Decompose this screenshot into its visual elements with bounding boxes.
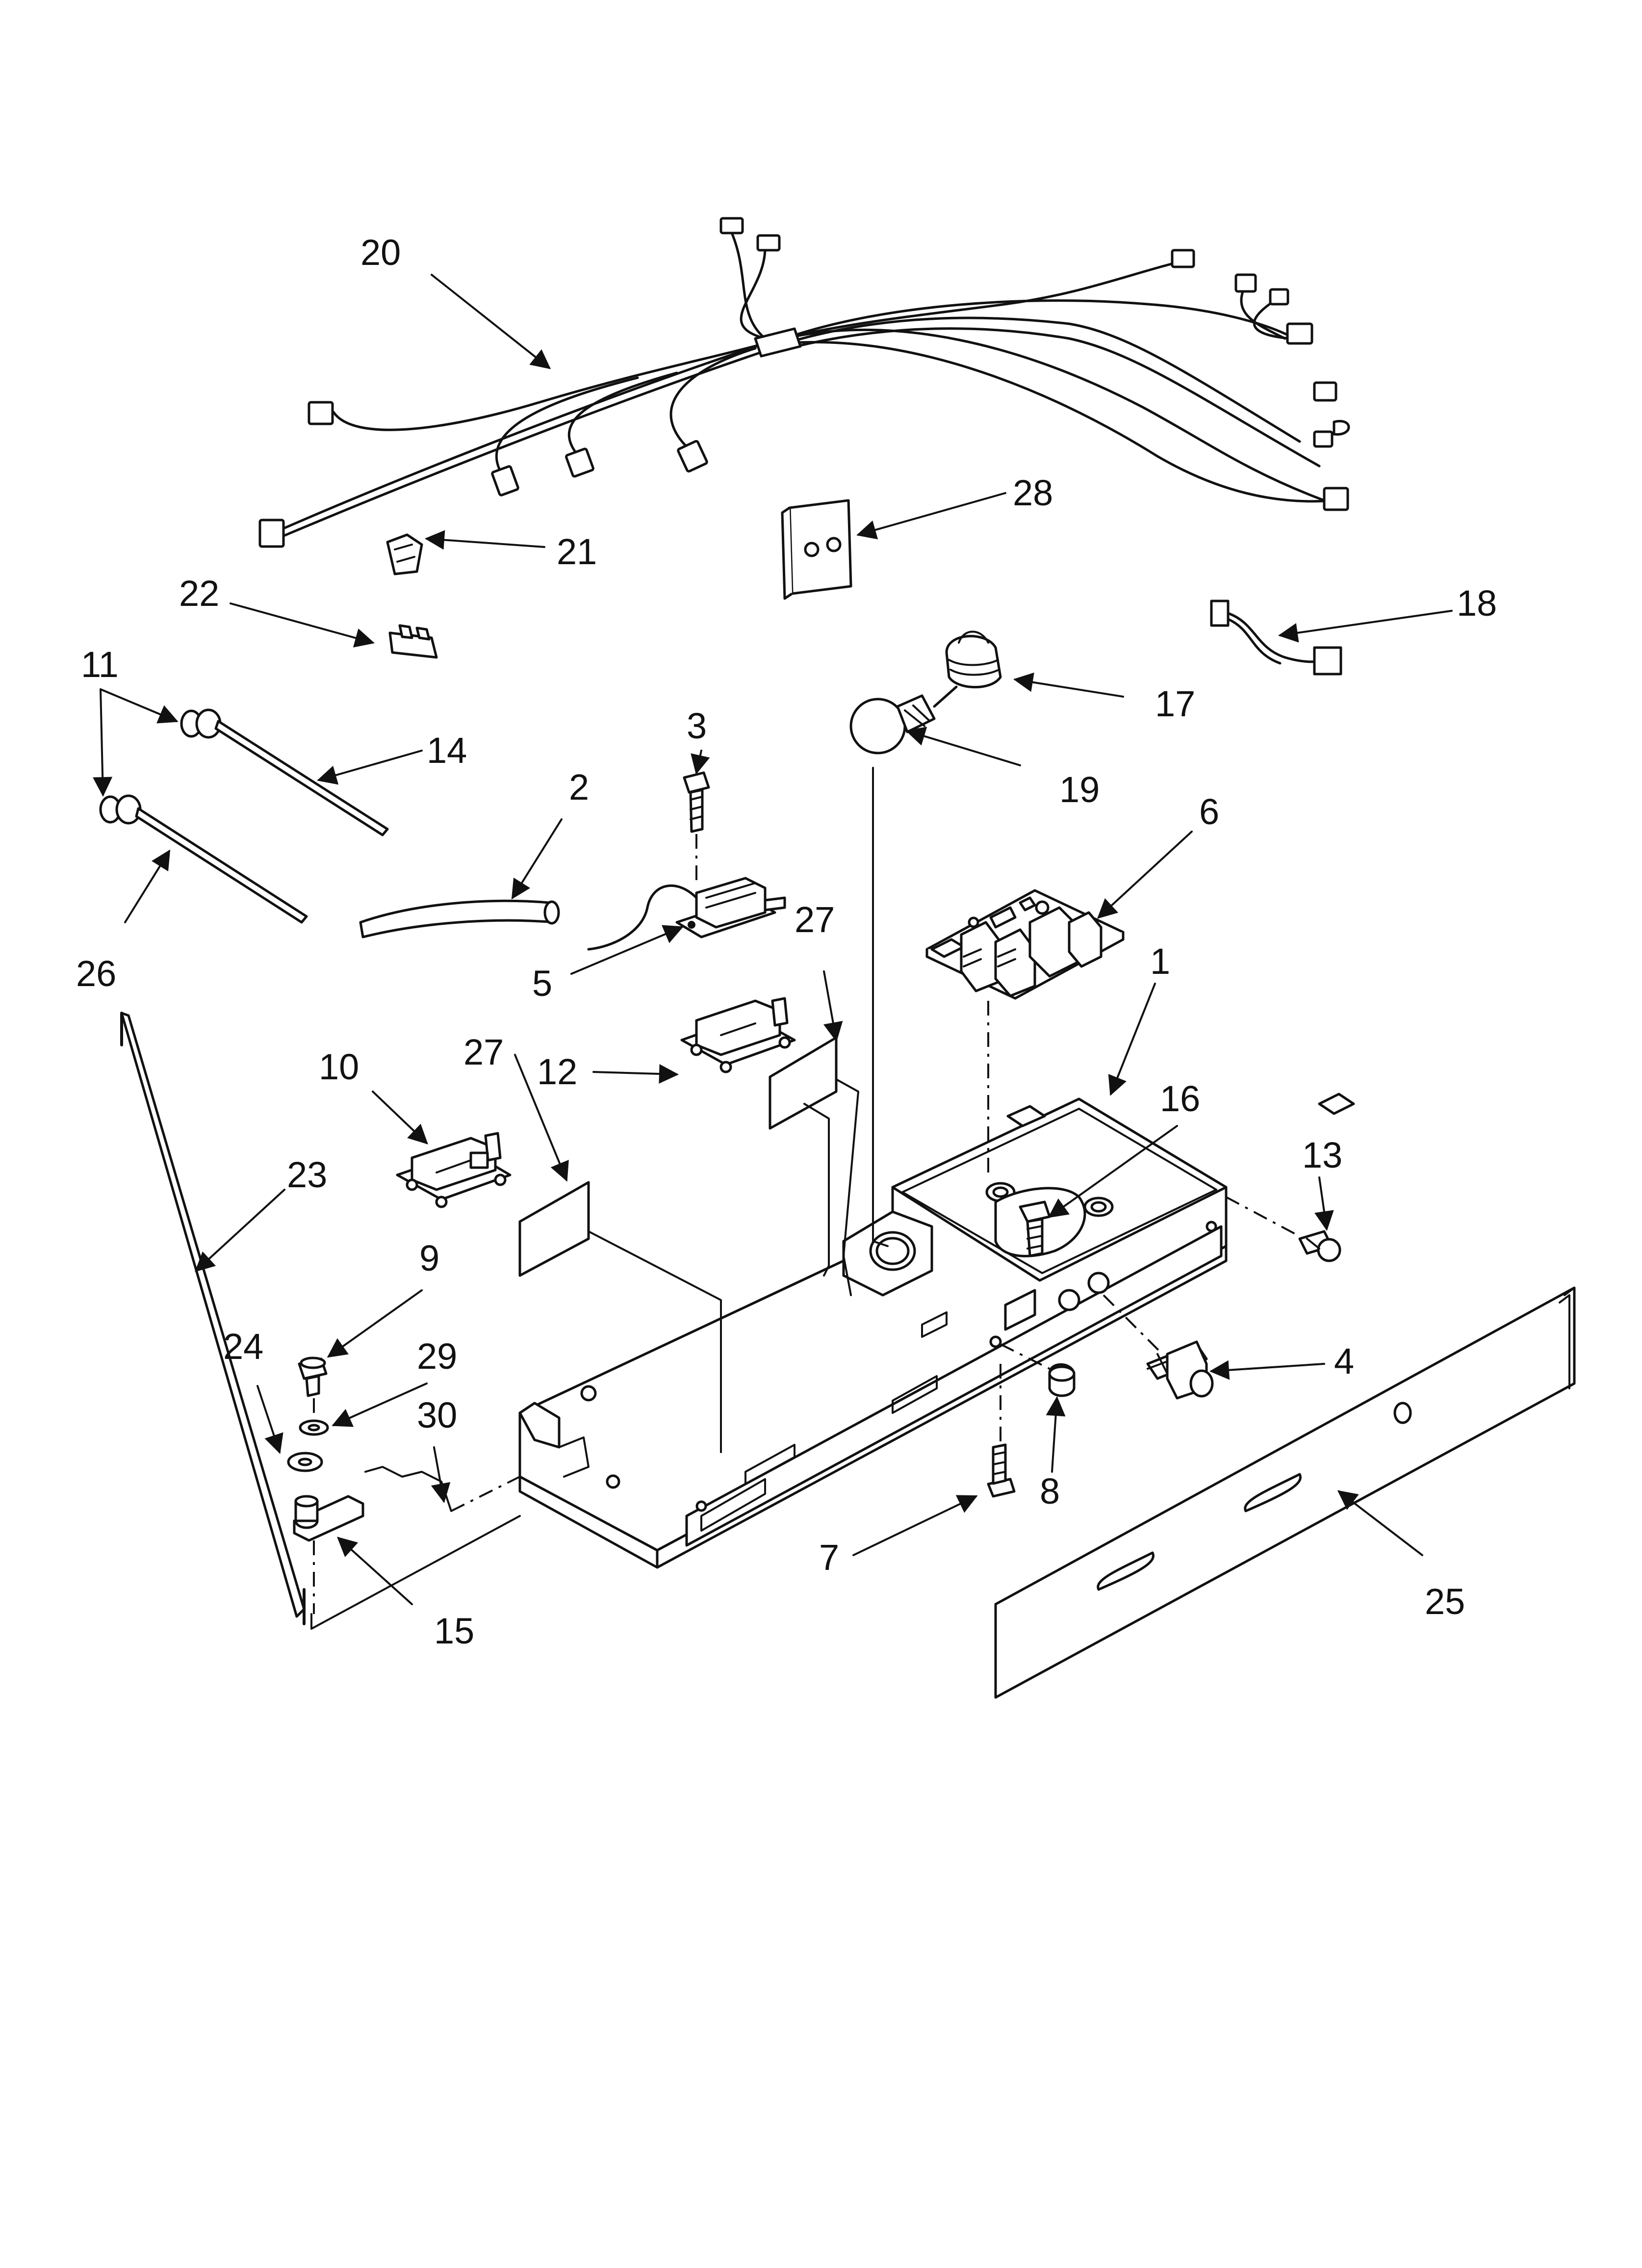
callout-25: 25 (1425, 1581, 1465, 1622)
part-4-centerline (1103, 1294, 1163, 1355)
leader-lines (93, 274, 1453, 1605)
part-4-thermostat (1146, 1340, 1214, 1400)
part-25-front-panel (994, 1286, 1576, 1699)
callout-27a: 27 (463, 1032, 504, 1072)
part-28-pad (781, 499, 852, 600)
part-11-ferrule-lower (99, 794, 142, 825)
part-22-retainer (388, 624, 438, 659)
callout-19: 19 (1059, 769, 1100, 810)
part-2-tube (359, 899, 560, 938)
callout-labels: 20 21 28 22 18 17 11 14 3 19 2 6 27 26 5… (76, 232, 1497, 1651)
part-24-washer (287, 1452, 323, 1472)
part-12-bracket (680, 997, 796, 1073)
part-19-light-bulb (849, 685, 958, 755)
callout-24: 24 (223, 1326, 263, 1367)
part-10-bracket (396, 1132, 512, 1208)
callout-17: 17 (1155, 683, 1195, 724)
part-15-bracket (293, 1495, 364, 1542)
part-13-screw (1298, 1230, 1341, 1262)
callout-3: 3 (687, 705, 707, 746)
part-17-lamp-socket (945, 630, 1002, 689)
part-7-screw (987, 1443, 1016, 1498)
part-8-button (1048, 1363, 1076, 1397)
part-8-centerline (1000, 1343, 1050, 1370)
callout-12: 12 (537, 1051, 577, 1092)
callout-15: 15 (434, 1611, 474, 1651)
callout-4: 4 (1334, 1341, 1354, 1382)
callout-2: 2 (569, 767, 589, 808)
callout-7: 7 (819, 1537, 839, 1578)
part-11-ferrule-upper (180, 708, 222, 739)
callout-30: 30 (417, 1395, 457, 1435)
callout-1: 1 (1150, 941, 1170, 982)
part-14-tube (214, 720, 389, 836)
part-29-washer (299, 1419, 329, 1436)
part-27-label-right (769, 1036, 838, 1130)
part-26-tube (135, 807, 308, 924)
callout-28: 28 (1013, 472, 1053, 513)
callout-23: 23 (287, 1154, 327, 1195)
part-3-screw (683, 771, 710, 833)
part-6-control-board (925, 889, 1125, 1000)
assembly-lines (310, 767, 989, 1630)
callout-6: 6 (1199, 791, 1219, 832)
part-5-switch (587, 877, 786, 951)
part-27-label-left (518, 1181, 590, 1277)
callout-5: 5 (532, 963, 552, 1004)
callout-18: 18 (1457, 583, 1497, 624)
callout-22: 22 (179, 573, 219, 614)
callout-14: 14 (427, 730, 467, 771)
wire-harness (258, 217, 1350, 548)
callout-9: 9 (419, 1238, 439, 1278)
callout-29: 29 (417, 1336, 457, 1377)
part-18-jumper (1210, 600, 1342, 676)
callout-27b: 27 (795, 899, 835, 940)
part-9-screw (298, 1356, 328, 1397)
callout-10: 10 (319, 1046, 359, 1087)
part-23-rod (120, 1012, 306, 1625)
callout-8: 8 (1040, 1471, 1060, 1512)
callout-13: 13 (1302, 1135, 1342, 1175)
callout-20: 20 (360, 232, 401, 273)
callout-11: 11 (81, 644, 119, 685)
callout-21: 21 (557, 531, 597, 572)
part-21-clip (386, 533, 423, 575)
callout-16: 16 (1160, 1078, 1200, 1119)
callout-26: 26 (76, 953, 116, 994)
part-13-centerline (1226, 1196, 1300, 1237)
